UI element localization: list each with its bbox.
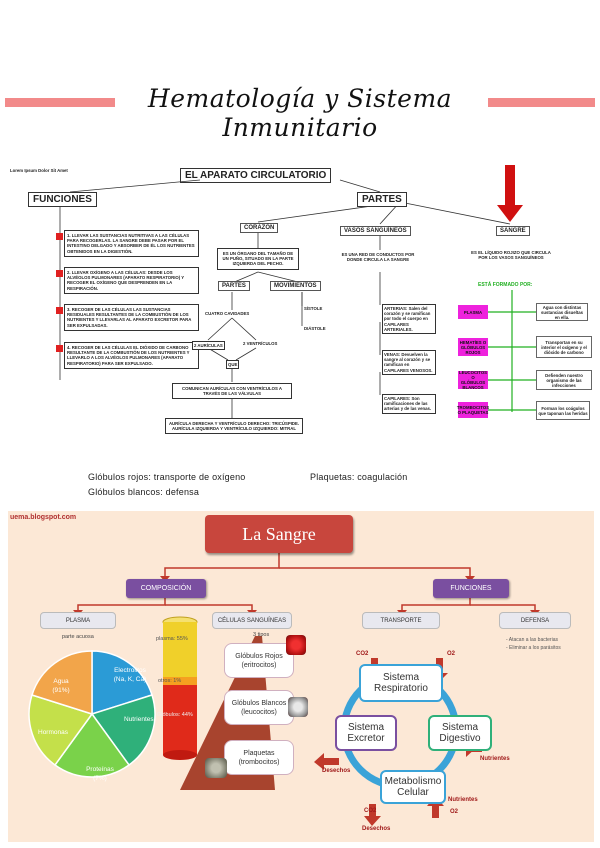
bullet-3	[56, 307, 63, 314]
sangre-label: SANGRE	[496, 226, 530, 236]
red-down-arrow	[497, 165, 523, 222]
tipos-label: 3 tipos	[253, 632, 270, 638]
funcion-3: 3. RECOGER DE LAS CÉLULAS LAS SUSTANCIAS…	[64, 304, 199, 331]
sistole-label: SÍSTOLE	[304, 306, 323, 311]
component-leucocitos: LEUCOCITOS O GLÓBULOS BLANCOS	[458, 370, 488, 390]
sistema-excretor: Sistema Excretor	[335, 715, 397, 751]
blood-tube	[162, 616, 198, 760]
red-cell-image	[286, 635, 306, 655]
platelet-image	[205, 758, 227, 778]
ventriculos-label: 2 VENTRÍCULOS	[243, 341, 278, 346]
la-sangre-title: La Sangre	[205, 515, 353, 553]
valvulas-text: AURÍCULA DERECHA Y VENTRÍCULO DERECHO: T…	[165, 418, 303, 435]
composicion-box: COMPOSICIÓN	[126, 579, 206, 598]
desechos-bottom-label: Desechos	[362, 826, 391, 832]
arterias-text: ARTERIAS: Salen del corazón y se ramific…	[382, 304, 436, 335]
cavidades-label: CUATRO CAVIDADES	[205, 311, 250, 316]
funcion-1: 1. LLEVAR LAS SUSTANCIAS NUTRITIVAS A LA…	[64, 230, 199, 257]
diastole-label: DIÁSTOLE	[304, 326, 326, 331]
funciones-box: FUNCIONES	[433, 579, 509, 598]
comunican-text: COMUNICAN AURÍCULAS CON VENTRÍCULOS A TR…	[172, 383, 292, 400]
funciones-heading: FUNCIONES	[28, 192, 97, 207]
component-plasma: PLASMA	[458, 305, 488, 319]
corazon-label: CORAZÓN	[240, 223, 279, 233]
bullet-4	[56, 345, 63, 352]
component-trombocitos: TROMBOCITOS O PLAQUETAS	[457, 402, 489, 418]
o2-bottom-label: O2	[450, 809, 459, 815]
o2-top-label: O2	[447, 651, 456, 657]
nutrientes-right-label: Nutrientes	[480, 756, 510, 762]
plasma-pie	[28, 650, 156, 778]
header-bar-right	[488, 98, 595, 107]
watermark: uema.blogspot.com	[10, 514, 77, 521]
note-blancos: Glóbulos blancos: defensa	[88, 487, 200, 497]
funcion-2: 2. LLEVAR OXÍGENO A LAS CÉLULAS: DESDE L…	[64, 267, 199, 294]
auriculas-label: 2 AURÍCULAS	[192, 341, 225, 351]
bullet-1	[56, 233, 63, 240]
component-trombocitos-desc: Forman los coágulos que taponan las heri…	[536, 401, 590, 420]
venas-text: VENAS: Devuelven la sangre al corazón y …	[382, 350, 436, 375]
component-hematies-desc: Transportan en su interior el oxígeno y …	[536, 336, 592, 358]
card-plaquetas-name: Plaquetas	[243, 749, 275, 757]
plasma-pill: PLASMA	[40, 612, 116, 629]
card-blancos-sub: (leucocitos)	[241, 708, 277, 716]
note-rojos: Glóbulos rojos: transporte de oxígeno	[88, 472, 246, 482]
co2-top-label: CO2	[356, 651, 369, 657]
movimientos-label: MOVIMIENTOS	[270, 281, 321, 291]
sistema-digestivo: Sistema Digestivo	[428, 715, 492, 751]
defensa-pill: DEFENSA	[499, 612, 571, 629]
desechos-left-label: Desechos	[322, 768, 351, 774]
sangre-desc: ES EL LÍQUIDO ROJIZO QUE CIRCULA POR LOS…	[471, 250, 551, 261]
card-globulos-blancos: Glóbulos Blancos (leucocitos)	[224, 690, 294, 725]
page-title: Hematología y Sistema Inmunitario	[147, 84, 453, 142]
component-leucocitos-desc: Defienden nuestro organismo de las infec…	[536, 370, 592, 390]
white-cell-image	[288, 697, 308, 717]
map-credit: Lorem Ipsum Dolor Sit Amet	[10, 168, 68, 173]
capilares-text: CAPILARES: Son ramificaciones de las art…	[382, 394, 436, 414]
defensa-item-1: - Atacan a las bacterias	[506, 637, 558, 643]
partes-heading: PARTES	[357, 192, 407, 207]
pie-label-electrolitos: Electrolitos (Na, K, Ca)	[113, 667, 147, 683]
vasos-desc: ES UNA RED DE CONDUCTOS POR DONDE CIRCUL…	[341, 252, 415, 263]
card-globulos-rojos: Glóbulos Rojos (eritrocitos)	[224, 643, 294, 678]
co2-bottom-label: CO2	[364, 808, 377, 814]
tube-label-otros: otros: 1%	[158, 678, 182, 684]
pie-label-agua: Agua (91%)	[52, 678, 70, 694]
card-blancos-name: Glóbulos Blancos	[231, 699, 287, 707]
card-rojos-sub: (eritrocitos)	[241, 661, 277, 669]
card-plaquetas: Plaquetas (trombocitos)	[224, 740, 294, 775]
card-plaquetas-sub: (trombocitos)	[238, 758, 280, 766]
pie-label-hormonas: Hormonas	[38, 729, 68, 736]
tube-label-globulos: Glóbulos: 44%	[157, 712, 193, 718]
pie-label-nutrientes: Nutrientes	[124, 716, 154, 723]
bullet-2	[56, 270, 63, 277]
corazon-desc: ES UN ÓRGANO DEL TAMAÑO DE UN PUÑO, SITU…	[217, 248, 299, 270]
component-hematies: HEMATÍES O GLÓBULOS ROJOS	[458, 338, 488, 356]
vasos-label: VASOS SANGUÍNEOS	[340, 226, 411, 236]
header-bar-left	[5, 98, 115, 107]
transporte-pill: TRANSPORTE	[362, 612, 440, 629]
tube-label-plasma: plasma: 55%	[156, 636, 188, 642]
defensa-item-2: - Eliminar a los parásitos	[506, 645, 561, 651]
component-plasma-desc: Agua con distintas sustancias disueltas …	[536, 303, 588, 321]
celulas-pill: CÉLULAS SANGUÍNEAS	[212, 612, 292, 629]
formado-label: ESTÁ FORMADO POR:	[478, 282, 533, 288]
metabolismo-celular: Metabolismo Celular	[380, 770, 446, 804]
parte-acuosa-label: parte acuosa	[62, 634, 94, 640]
funcion-4: 4. RECOGER DE LAS CÉLULAS EL DIÓXIDO DE …	[64, 342, 199, 369]
corazon-partes: PARTES	[218, 281, 250, 291]
note-plaquetas: Plaquetas: coagulación	[310, 472, 408, 482]
sistema-respiratorio: Sistema Respiratorio	[359, 664, 443, 702]
card-rojos-name: Glóbulos Rojos	[235, 652, 283, 660]
que-label: QUE	[226, 360, 240, 370]
nutrientes-bottom-label: Nutrientes	[448, 797, 478, 803]
map-title: EL APARATO CIRCULATORIO	[180, 168, 332, 183]
pie-label-proteinas: Proteínas (7%)	[86, 766, 114, 782]
